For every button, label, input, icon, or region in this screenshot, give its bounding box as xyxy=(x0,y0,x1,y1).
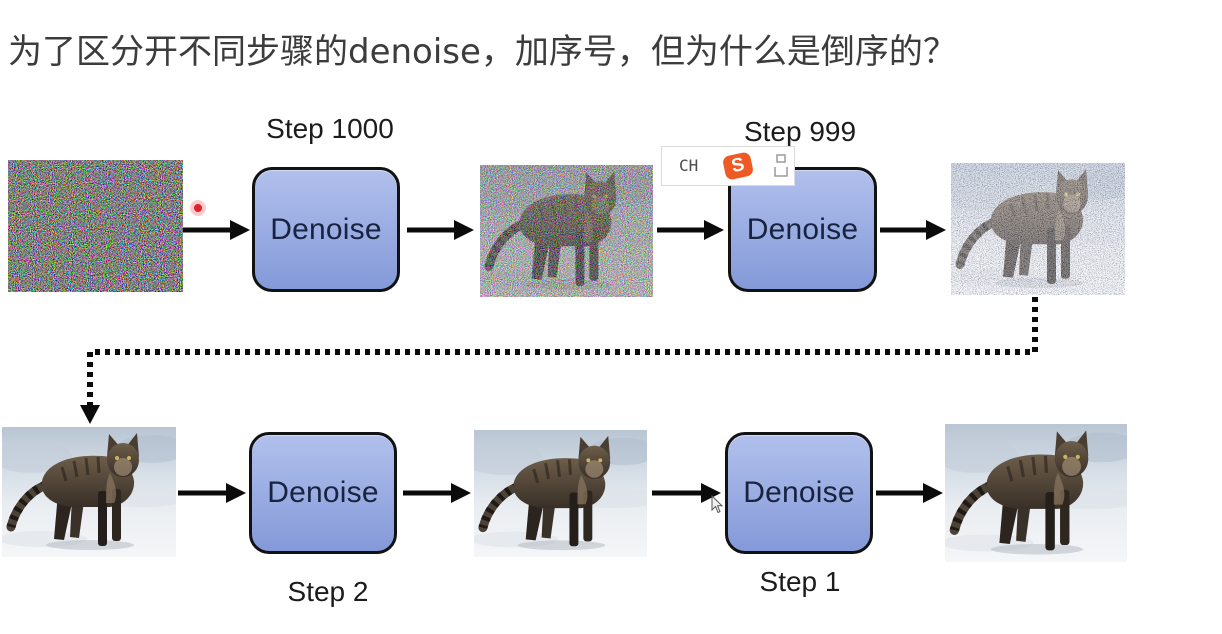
page-title: 为了区分开不同步骤的denoise，加序号，但为什么是倒序的？ xyxy=(8,32,957,72)
arrow-head xyxy=(923,483,943,503)
denoise-label: Denoise xyxy=(267,476,379,509)
arrow-icon xyxy=(403,483,471,503)
arrow-head xyxy=(226,483,246,503)
clean-cat-image xyxy=(945,424,1127,562)
arrow-head xyxy=(926,220,946,240)
cat-image-before-step-1 xyxy=(474,430,647,557)
noise-fill xyxy=(8,160,183,292)
toolbar-grid-icon[interactable] xyxy=(772,152,790,180)
laser-pointer-dot xyxy=(190,200,206,216)
grid-cell xyxy=(774,167,788,177)
arrow-icon xyxy=(880,220,946,240)
arrow-icon xyxy=(876,483,943,503)
ime-language-toggle[interactable]: CH xyxy=(679,156,699,175)
noise-overlay xyxy=(951,163,1125,295)
pure-noise-image xyxy=(8,160,183,292)
step-label-999: Step 999 xyxy=(743,116,857,147)
cat-image-before-step-2 xyxy=(2,427,176,557)
denoise-box-step-1000: Denoise xyxy=(252,167,400,292)
arrow-head xyxy=(704,220,724,240)
arrow-icon xyxy=(183,220,250,240)
noise-overlay xyxy=(480,165,653,297)
step-label-1000: Step 1000 xyxy=(266,113,394,144)
step-label-2: Step 2 xyxy=(287,576,369,607)
arrow-icon xyxy=(407,220,474,240)
denoise-label: Denoise xyxy=(743,476,855,509)
arrow-head xyxy=(230,220,250,240)
cursor-shape xyxy=(711,495,723,514)
arrow-head xyxy=(80,405,100,424)
dotted-connector-arrow xyxy=(80,297,1038,424)
denoise-label: Denoise xyxy=(746,212,859,246)
toolbar-grid-glyph xyxy=(774,154,788,177)
mouse-cursor-icon xyxy=(711,495,723,514)
denoise-box-step-1: Denoise xyxy=(725,432,873,554)
arrow-icon xyxy=(178,483,246,503)
arrow-icon xyxy=(657,220,724,240)
step-label-1: Step 1 xyxy=(759,566,841,597)
denoise-box-step-999: Denoise xyxy=(728,167,877,292)
light-noise-cat-image xyxy=(951,163,1125,295)
grid-cell xyxy=(776,154,786,163)
sogou-logo-letter: S xyxy=(729,153,747,178)
arrow-head xyxy=(451,483,471,503)
denoise-box-step-2: Denoise xyxy=(249,432,397,554)
denoise-label: Denoise xyxy=(270,212,382,246)
heavy-noise-cat-image xyxy=(480,165,653,297)
arrow-head xyxy=(454,220,474,240)
dotted-connector-line xyxy=(87,297,1038,406)
ime-toolbar: CH S xyxy=(661,146,795,186)
sogou-logo-icon[interactable]: S xyxy=(721,151,755,181)
